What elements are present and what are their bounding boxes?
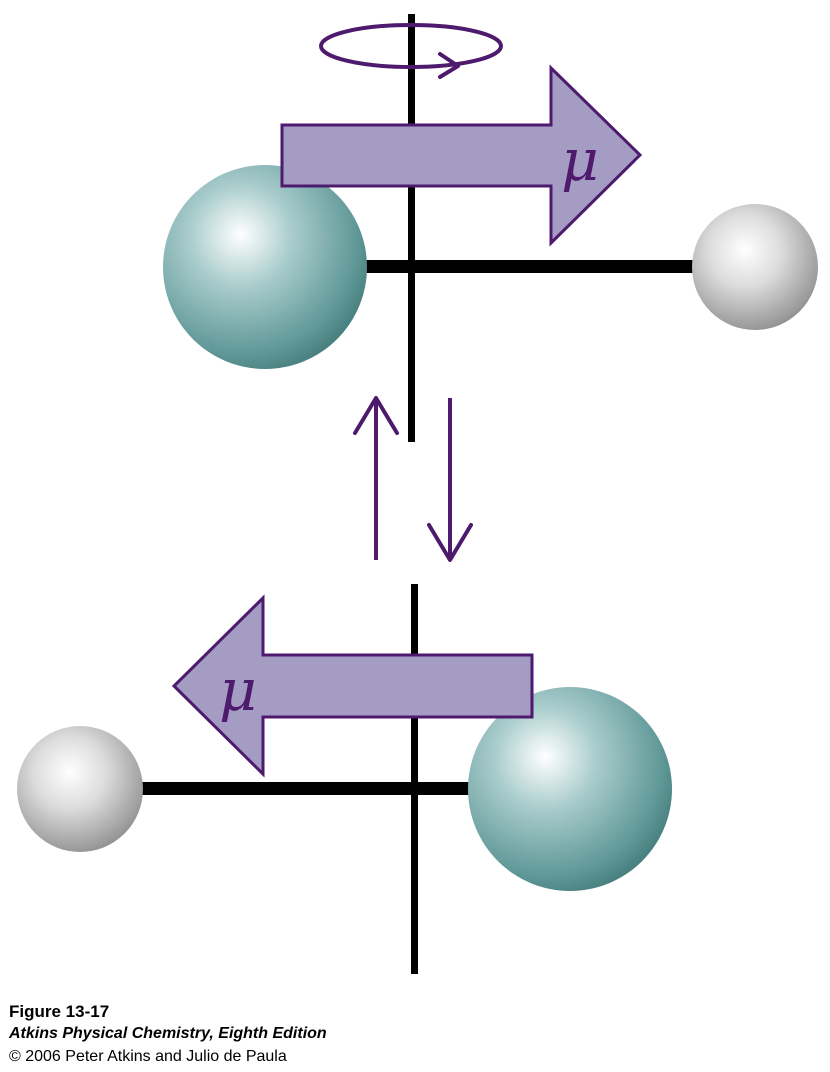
bottom-large-atom — [468, 687, 672, 891]
rotating-dipole-diagram: μ μ — [17, 14, 818, 974]
bottom-dipole-label: μ — [219, 656, 257, 724]
top-large-atom — [163, 165, 367, 369]
figure-number: Figure 13-17 — [9, 1002, 110, 1021]
top-rotation-axis — [408, 14, 415, 442]
top-bond — [345, 260, 697, 273]
rotation-indicator-ellipse — [319, 23, 503, 69]
bottom-rotation-axis — [411, 584, 418, 974]
figure-caption: Figure 13-17 Atkins Physical Chemistry, … — [9, 1001, 809, 1069]
bottom-molecule: μ — [17, 584, 672, 974]
top-small-atom — [692, 204, 818, 330]
up-arrow — [353, 396, 399, 560]
transition-arrows — [353, 396, 473, 562]
down-arrow — [427, 398, 473, 562]
top-molecule: μ — [163, 14, 818, 442]
top-dipole-arrow — [280, 64, 643, 247]
bottom-small-atom — [17, 726, 143, 852]
top-dipole-label: μ — [561, 126, 599, 194]
bottom-bond — [140, 782, 485, 795]
rotation-arrowhead — [438, 52, 460, 79]
copyright-notice: © 2006 Peter Atkins and Julio de Paula — [9, 1048, 287, 1065]
bottom-dipole-arrow — [171, 594, 534, 778]
book-title: Atkins Physical Chemistry, Eighth Editio… — [9, 1025, 327, 1042]
